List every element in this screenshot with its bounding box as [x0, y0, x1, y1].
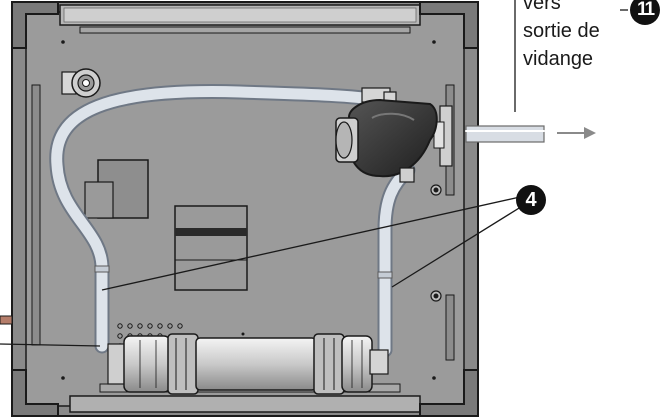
left-edge-connector: [0, 315, 13, 325]
callout-hose: 4: [516, 185, 546, 215]
drain-label-line3: vidange: [523, 48, 594, 70]
drain-label-line1: vers: [523, 0, 561, 14]
inlet-fitting: [61, 68, 101, 98]
filter-cartridge: [107, 333, 389, 395]
flow-arrow-icon: [557, 127, 596, 139]
center-plates: [84, 159, 248, 291]
corner-brackets: [11, 1, 479, 417]
drain-pump: [335, 98, 438, 183]
callout-drain: 11: [630, 0, 660, 25]
leader-lines: [0, 0, 628, 347]
right-fittings: [430, 105, 453, 302]
drain-label-line2: sortie de: [523, 20, 600, 42]
